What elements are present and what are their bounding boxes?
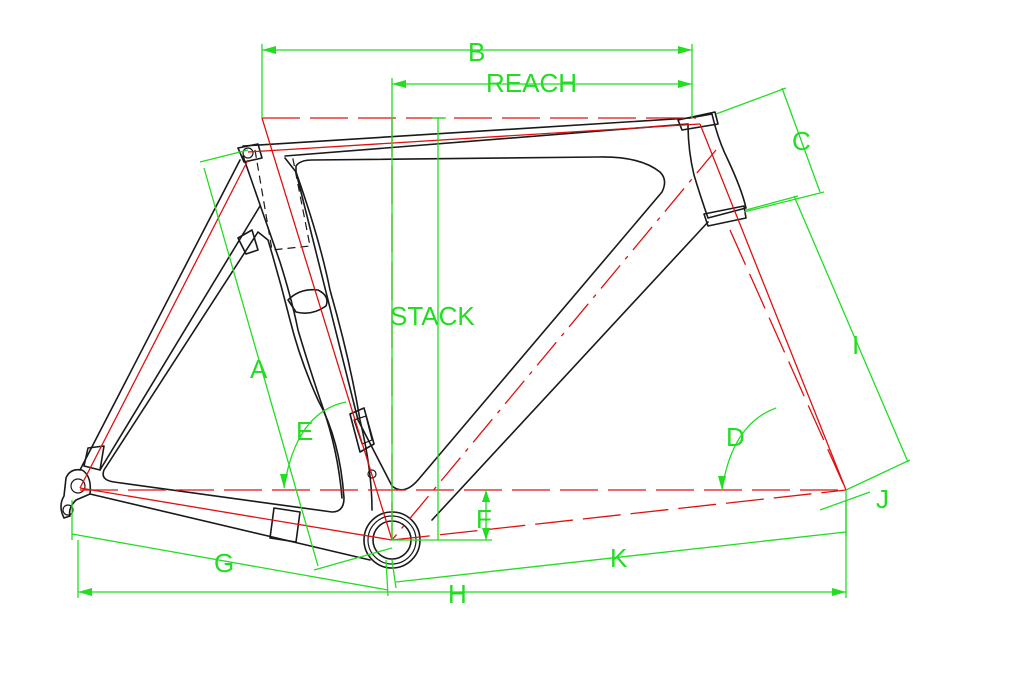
top-tube-upper-edge — [242, 117, 691, 147]
dim-h-line — [77, 500, 847, 598]
label-b: B — [468, 37, 485, 67]
dim-g-line — [71, 500, 389, 597]
seatpost-insert — [254, 149, 311, 251]
dim-b-line — [261, 44, 693, 118]
arrow-e — [280, 474, 288, 488]
label-d: D — [726, 422, 745, 452]
label-e: E — [296, 416, 313, 446]
seat-stay-centerline — [79, 159, 249, 489]
label-h: H — [448, 579, 467, 609]
arrow-b-left — [262, 46, 276, 54]
chain-stay-bridge — [269, 507, 301, 543]
label-a: A — [250, 354, 268, 384]
dim-j-line — [819, 490, 871, 536]
label-k: K — [610, 543, 628, 573]
dim-k-line — [391, 531, 847, 589]
dim-c-line — [715, 87, 825, 213]
rear-dropout — [60, 468, 92, 519]
label-j: J — [876, 484, 889, 514]
bottle-bolt — [367, 469, 377, 479]
down-tube-centerline — [391, 149, 717, 541]
seat-tube-rear-edge — [242, 155, 343, 499]
arrow-b-right — [678, 46, 692, 54]
arrow-d — [718, 476, 726, 490]
label-stack: STACK — [390, 301, 475, 331]
front-center-line — [391, 489, 847, 541]
dimension-labels: B REACH C STACK A E I D F J G K H — [214, 37, 889, 609]
arrow-f-top — [482, 490, 490, 502]
arrow-h-right — [832, 588, 846, 596]
seat-tube-axis — [261, 117, 393, 541]
dim-i-line — [745, 195, 911, 491]
derailleur-hanger-hole — [62, 504, 74, 516]
arrow-reach-left — [392, 80, 406, 88]
rear-triangle-window — [102, 231, 345, 513]
seat-stay-bridge — [237, 229, 259, 255]
rear-axle-circle — [70, 478, 86, 494]
seat-stay-dropout-block — [83, 445, 105, 471]
label-c: C — [792, 126, 811, 156]
label-reach: REACH — [486, 68, 577, 98]
dim-e-arc — [283, 401, 347, 489]
arrow-reach-right — [678, 80, 692, 88]
headset-bottom-cup — [703, 205, 747, 227]
main-triangle-window — [295, 156, 666, 491]
down-tube-outer-edge — [431, 221, 709, 521]
chain-stay-lower-edge — [89, 493, 371, 561]
seat-clamp-bolt — [242, 147, 254, 159]
label-f: F — [476, 504, 492, 534]
seat-stay-upper-edge — [79, 159, 241, 471]
label-i: I — [852, 330, 859, 360]
fork-line — [729, 229, 847, 491]
headset-top-cup — [677, 111, 719, 131]
dim-reach-line — [391, 78, 692, 540]
top-tube-centerline — [247, 123, 701, 153]
frame-outline — [60, 111, 747, 569]
arrow-h-left — [78, 588, 92, 596]
dimension-lines — [71, 44, 911, 598]
head-tube-axis — [699, 123, 847, 491]
seat-stay-lower-edge — [99, 205, 261, 471]
chain-stay-centerline — [79, 487, 393, 541]
label-g: G — [214, 548, 234, 578]
dim-a-line — [199, 149, 393, 571]
head-tube — [687, 113, 747, 219]
dim-stack-line — [432, 117, 446, 540]
seat-clamp — [237, 143, 263, 163]
cable-port — [349, 407, 375, 453]
seat-tube-bulge — [287, 288, 328, 314]
arrow-f-bottom — [482, 528, 490, 540]
